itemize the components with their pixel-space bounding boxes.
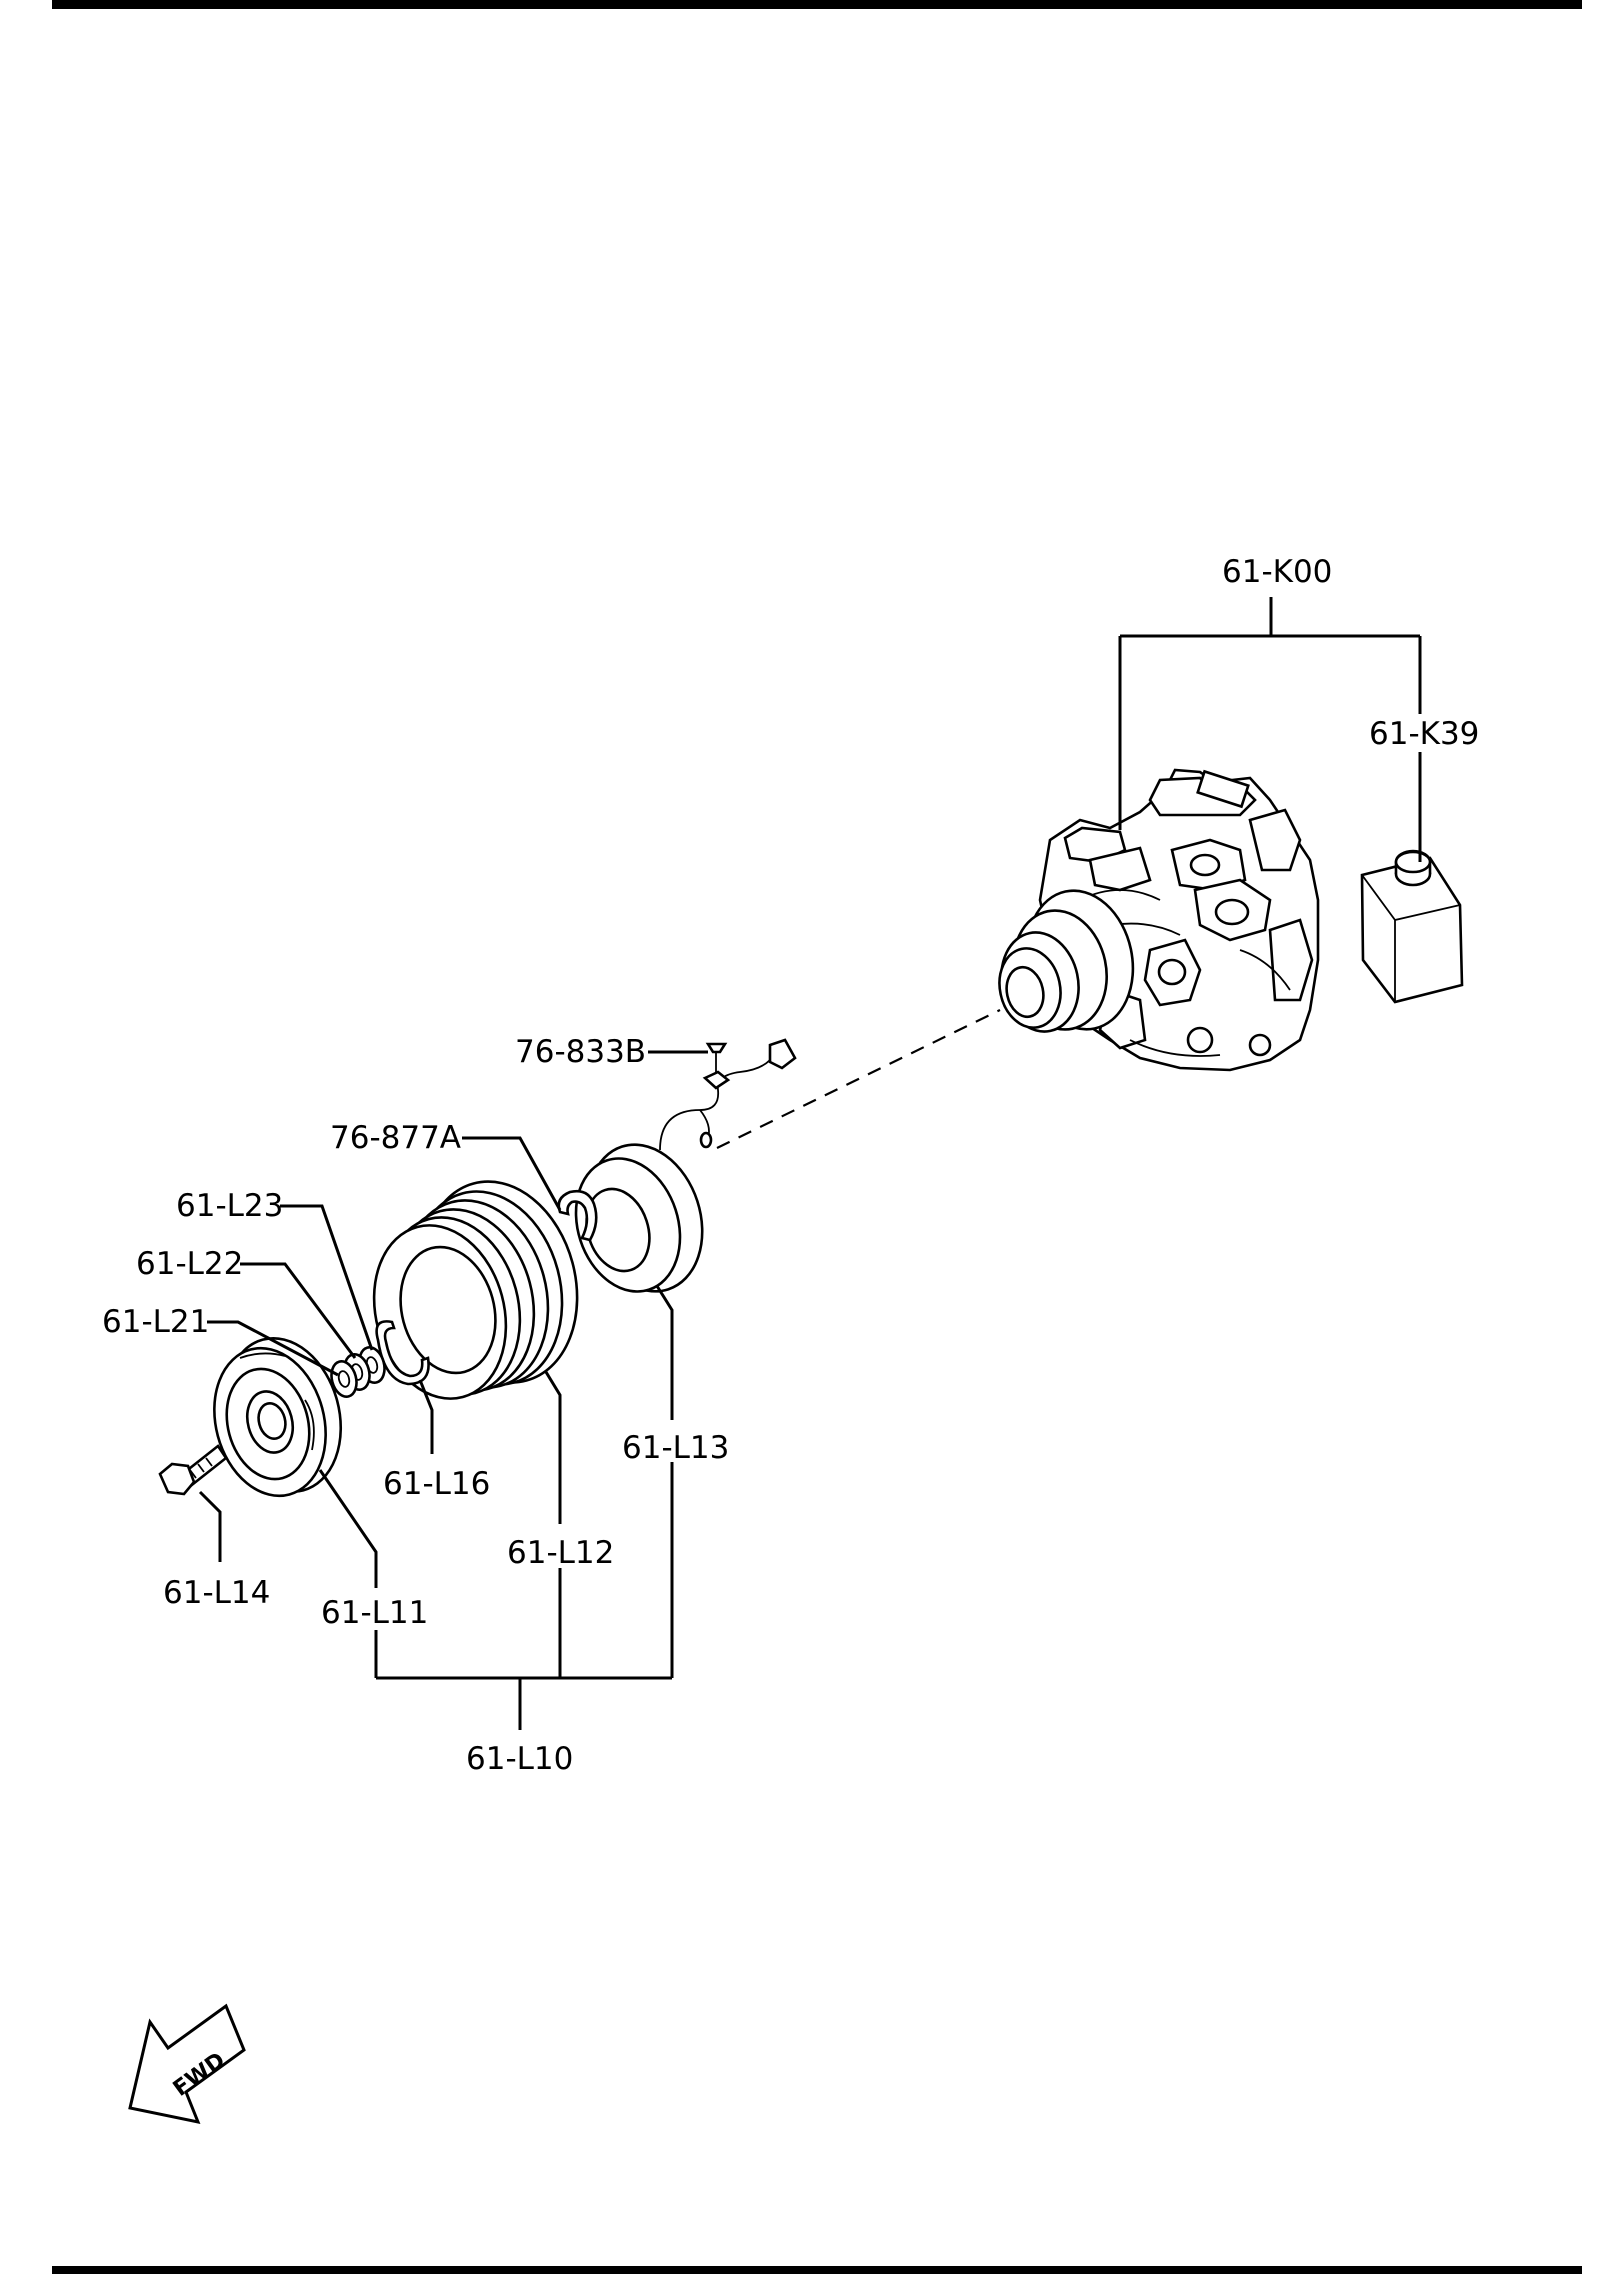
label-76-833B: 76-833B [515, 1034, 646, 1070]
label-61-L13: 61-L13 [622, 1430, 729, 1466]
label-61-K00: 61-K00 [1222, 554, 1332, 590]
bolt-drawing [158, 1444, 228, 1496]
fwd-arrow-icon: FWD [128, 2003, 246, 2125]
bottom-rule [52, 2266, 1582, 2274]
label-61-L21: 61-L21 [102, 1304, 209, 1340]
label-61-L11: 61-L11 [321, 1595, 428, 1631]
label-76-877A: 76-877A [330, 1120, 461, 1156]
snap-ring-drawing [375, 1320, 430, 1386]
shims-drawing [330, 1346, 386, 1398]
pulley-drawing [372, 1180, 579, 1400]
label-61-K39: 61-K39 [1369, 716, 1479, 752]
label-61-L12: 61-L12 [507, 1535, 614, 1571]
label-61-L23: 61-L23 [176, 1188, 283, 1224]
label-61-L10: 61-L10 [466, 1741, 573, 1777]
oil-bottle-drawing [1360, 849, 1464, 1004]
alignment-dashed-line [716, 1009, 1001, 1149]
label-61-L22: 61-L22 [136, 1246, 243, 1282]
leader-lines [198, 597, 1422, 1730]
pressure-plate-drawing [213, 1336, 343, 1498]
label-61-L14: 61-L14 [163, 1575, 270, 1611]
field-coil-drawing [557, 1038, 797, 1293]
compressor-drawing [998, 768, 1320, 1072]
label-61-L16: 61-L16 [383, 1466, 490, 1502]
top-rule [52, 0, 1582, 9]
